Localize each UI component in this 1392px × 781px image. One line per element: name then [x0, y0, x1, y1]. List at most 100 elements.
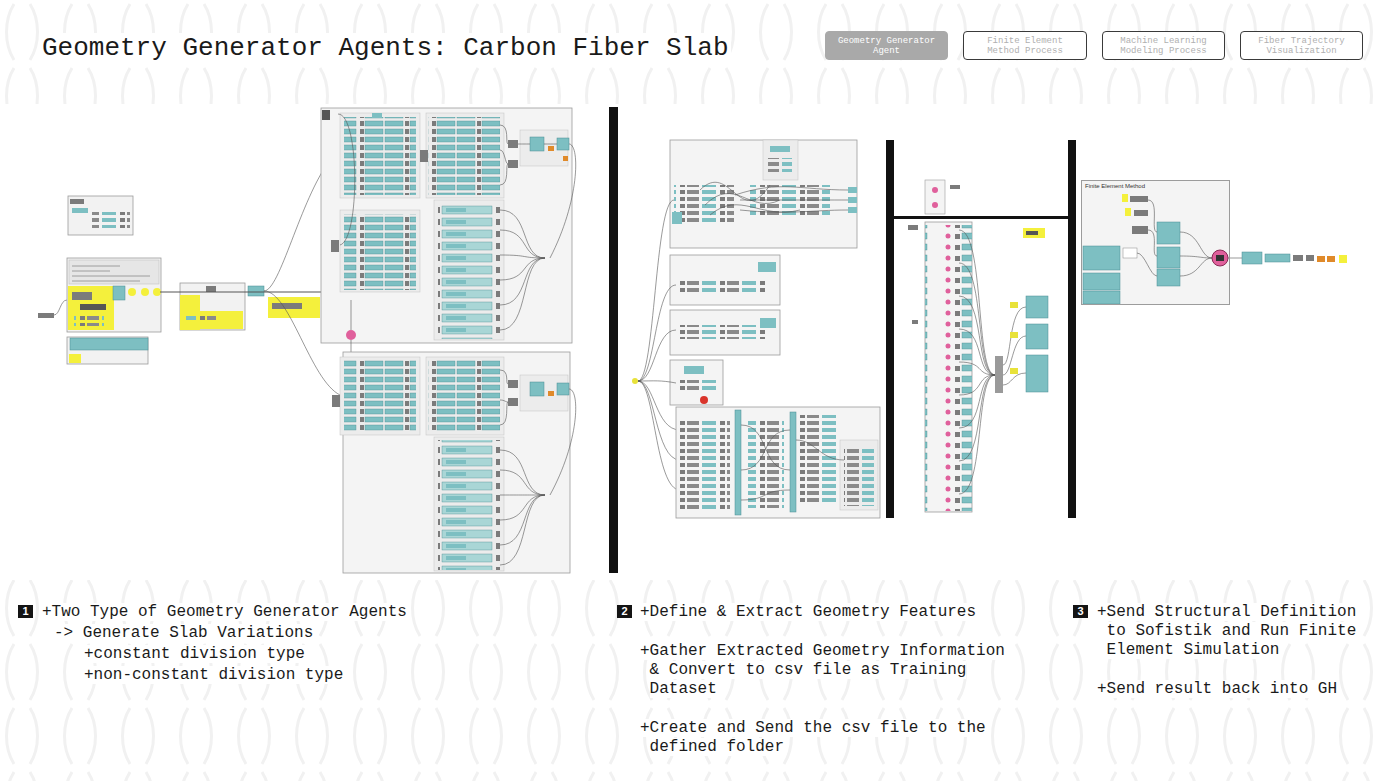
gh-component — [676, 325, 766, 339]
gh-component — [322, 110, 330, 120]
gh-component — [1265, 254, 1290, 262]
gh-component — [1023, 228, 1045, 238]
param-dot — [1212, 250, 1228, 266]
wire — [500, 389, 576, 565]
gh-component — [272, 303, 302, 309]
node-text: Fiber Trajectory Visualization — [1247, 36, 1356, 56]
gh-component — [420, 150, 428, 162]
gh-component — [674, 185, 734, 225]
gh-component — [925, 180, 945, 214]
gh-component — [508, 160, 518, 168]
wire — [741, 425, 844, 500]
gh-component — [557, 138, 569, 150]
gh-component — [563, 156, 568, 161]
node-text: 1 — [22, 606, 28, 617]
note-line: +Two Type of Geometry Generator Agents — [42, 603, 407, 621]
page-title: Geometry Generator Agents: Carbon Fiber … — [40, 33, 731, 63]
gh-component — [1132, 226, 1148, 234]
gh-component — [735, 410, 741, 515]
note-text: +non-constant division type — [84, 666, 343, 685]
gh-component — [676, 280, 766, 294]
gh-component — [321, 108, 572, 343]
gh-component — [434, 200, 504, 340]
gh-component — [70, 199, 84, 204]
gh-component — [670, 255, 780, 305]
gh-component — [80, 304, 106, 310]
gh-component — [520, 375, 568, 411]
note-text: -> Generate Slab Variations — [54, 624, 313, 643]
param-dot — [128, 288, 136, 296]
gh-component — [768, 158, 792, 172]
gh-component — [69, 354, 81, 363]
gh-component — [1134, 210, 1148, 216]
wire — [351, 300, 352, 352]
gh-component — [1157, 247, 1180, 268]
gh-component — [1081, 180, 1230, 305]
gh-component — [950, 185, 960, 189]
wire — [264, 160, 330, 291]
middle-canvas — [632, 140, 1048, 518]
gh-component — [670, 360, 723, 405]
gh-component — [1327, 256, 1335, 262]
gh-component — [72, 208, 88, 213]
gh-component — [800, 415, 840, 505]
gh-component — [1242, 252, 1262, 264]
separator-bar — [1068, 140, 1076, 518]
gh-component — [848, 187, 857, 193]
gh-component — [1157, 269, 1180, 286]
gh-component — [530, 382, 544, 396]
gh-component — [684, 366, 704, 374]
component-group: Finite Element Method — [1081, 180, 1230, 305]
gh-component — [186, 314, 216, 322]
node-text: Machine Learning Modeling Process — [1109, 36, 1218, 56]
gh-component — [428, 360, 500, 432]
gh-component — [548, 146, 554, 151]
gh-component — [68, 196, 133, 235]
param-dot — [153, 288, 161, 296]
gh-component — [760, 318, 776, 328]
note-line: -> Generate Slab Variations — [54, 624, 313, 642]
note-line: +Gather Extracted Geometry Information &… — [640, 642, 1005, 698]
note-line: +Create and Send the csv file to the def… — [640, 719, 986, 756]
right-canvas — [1081, 180, 1347, 305]
note-line: +Send Structural Definition to Sofistik … — [1097, 603, 1356, 659]
gh-component — [68, 286, 114, 330]
callout-number: 2 — [617, 605, 632, 618]
gh-component — [67, 258, 161, 332]
gh-component — [331, 240, 339, 252]
gh-component — [180, 283, 245, 330]
gh-component — [1123, 248, 1137, 258]
gh-component — [848, 207, 857, 213]
gh-component — [38, 313, 54, 318]
gh-component — [1125, 208, 1131, 216]
node-text: Geometry Generator Agent — [832, 36, 941, 56]
gh-component — [1157, 222, 1180, 244]
note-text: +constant division type — [84, 645, 305, 664]
wire — [1003, 307, 1026, 385]
gh-component — [438, 440, 500, 570]
note-line: +constant division type — [84, 645, 305, 663]
gh-component — [344, 214, 416, 290]
gh-component — [676, 380, 716, 390]
separator-bar — [609, 107, 618, 573]
gh-component — [340, 113, 420, 198]
tab-active: Geometry Generator Agent — [825, 31, 948, 60]
gh-component — [520, 130, 568, 166]
note-text: +Define & Extract Geometry Features — [640, 603, 976, 622]
gh-component — [770, 146, 790, 152]
wire — [1228, 258, 1242, 259]
gh-component — [438, 203, 500, 339]
gh-component — [340, 210, 420, 292]
gh-component — [67, 337, 148, 364]
gh-component — [1010, 302, 1018, 308]
param-dot — [346, 330, 356, 340]
callout-number: 3 — [1073, 605, 1088, 618]
note-text: +Two Type of Geometry Generator Agents — [42, 603, 407, 622]
gh-component — [426, 357, 504, 435]
separator-bar — [893, 216, 1068, 219]
note-line: +Send result back into GH — [1097, 680, 1337, 698]
note-line: +non-constant division type — [84, 666, 343, 684]
wire — [700, 182, 848, 215]
gh-component — [1122, 194, 1128, 202]
